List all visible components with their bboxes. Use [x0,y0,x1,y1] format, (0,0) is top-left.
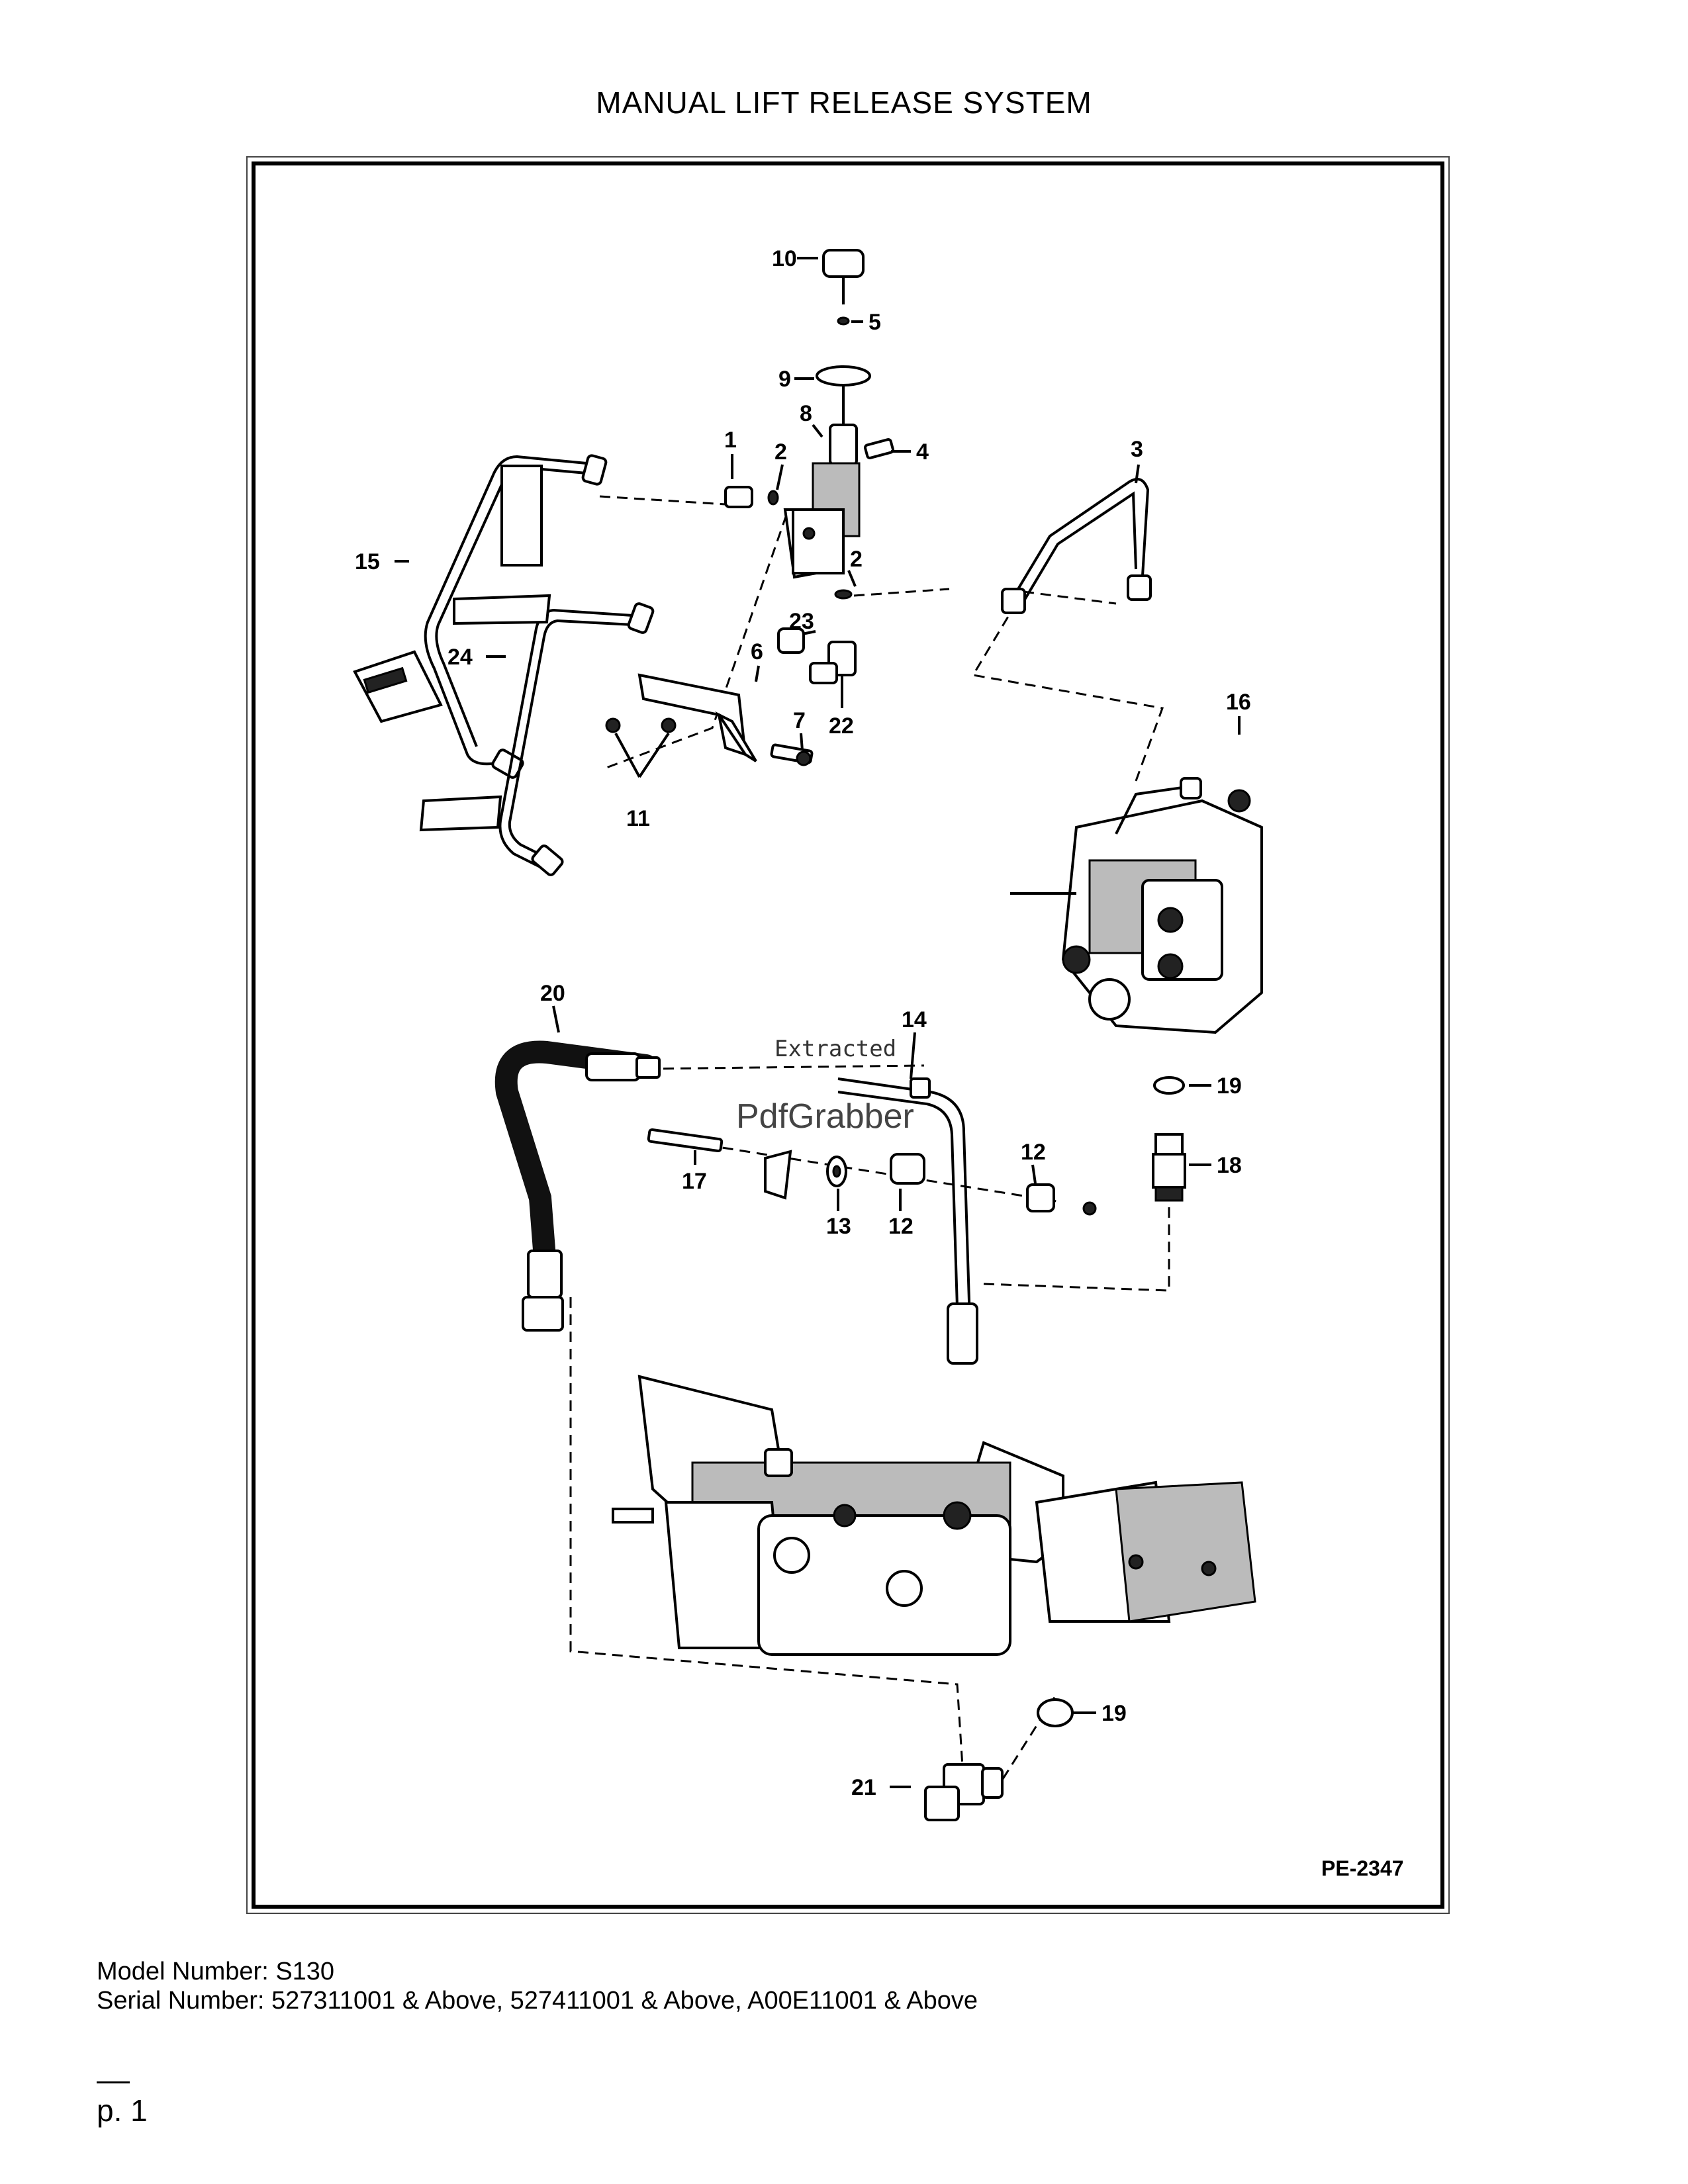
callout-24: 24 [447,645,473,670]
tube-14 [353,454,608,779]
callout-12-upper: 12 [1021,1140,1046,1165]
page-rule [97,2081,130,2083]
tube-24 [419,594,655,876]
callout-19-lower: 19 [1102,1701,1127,1726]
callout-11: 11 [626,806,650,831]
callout-numbers: 10 5 9 8 1 2 4 3 15 2 23 24 6 7 22 11 16… [355,246,1251,1800]
callout-21: 21 [851,1775,876,1800]
callout-17: 13 [826,1214,851,1239]
tube-3 [1001,478,1152,614]
callout-5: 6 [751,639,763,664]
diagram-code: PE-2347 [1321,1856,1404,1880]
callout-15: 16 [1226,690,1251,715]
callout-12-lower: 12 [888,1214,914,1239]
control-valve-15 [1010,777,1263,1034]
callout-13: 14 [902,1007,927,1032]
callout-14: 15 [355,549,380,574]
fitting-18 [1037,1076,1186,1727]
tube-13 [837,1077,978,1365]
callout-22: 22 [829,713,854,739]
watermark-extracted: Extracted [774,1036,896,1062]
diagram-frame-outer [246,156,1450,1914]
hose-20 [494,1040,661,1332]
callout-16: 17 [682,1169,707,1194]
callout-8: 8 [800,401,812,426]
callout-18: 18 [1217,1153,1242,1178]
callout-3: 3 [1131,437,1143,462]
valve-assembly [724,249,895,684]
page-title: MANUAL LIFT RELEASE SYSTEM [596,85,1092,120]
callout-2-upper: 2 [774,439,787,465]
small-parts [647,1128,1097,1216]
callout-1: 1 [724,428,737,453]
page-number: p. 1 [97,2093,148,2128]
watermark: Extracted PdfGrabber [736,1036,914,1136]
bracket-5 [605,673,814,766]
elbow-fitting-21 [924,1763,1004,1821]
callout-23: 23 [789,609,814,634]
callout-2-lower: 2 [850,547,863,572]
hydrostatic-pump [612,1375,1256,1656]
model-number: Model Number: S130 [97,1958,335,1985]
serial-number: Serial Number: 527311001 & Above, 527411… [97,1987,978,2015]
watermark-pdfgrabber: PdfGrabber [736,1097,914,1136]
callout-leaders [395,257,1241,1788]
callout-7: 5 [868,310,881,335]
callout-6: 7 [793,708,806,733]
callout-9: 9 [778,367,791,392]
diagram-frame [252,161,1444,1909]
callout-4: 4 [916,439,929,465]
callout-20: 20 [540,981,565,1006]
callout-10: 10 [772,246,797,271]
callout-19-upper: 19 [1217,1073,1242,1099]
dashed-connection-lines [569,495,1170,1794]
parts-diagram: 10 5 9 8 1 2 4 3 15 2 23 24 6 7 22 11 16… [353,246,1404,1880]
